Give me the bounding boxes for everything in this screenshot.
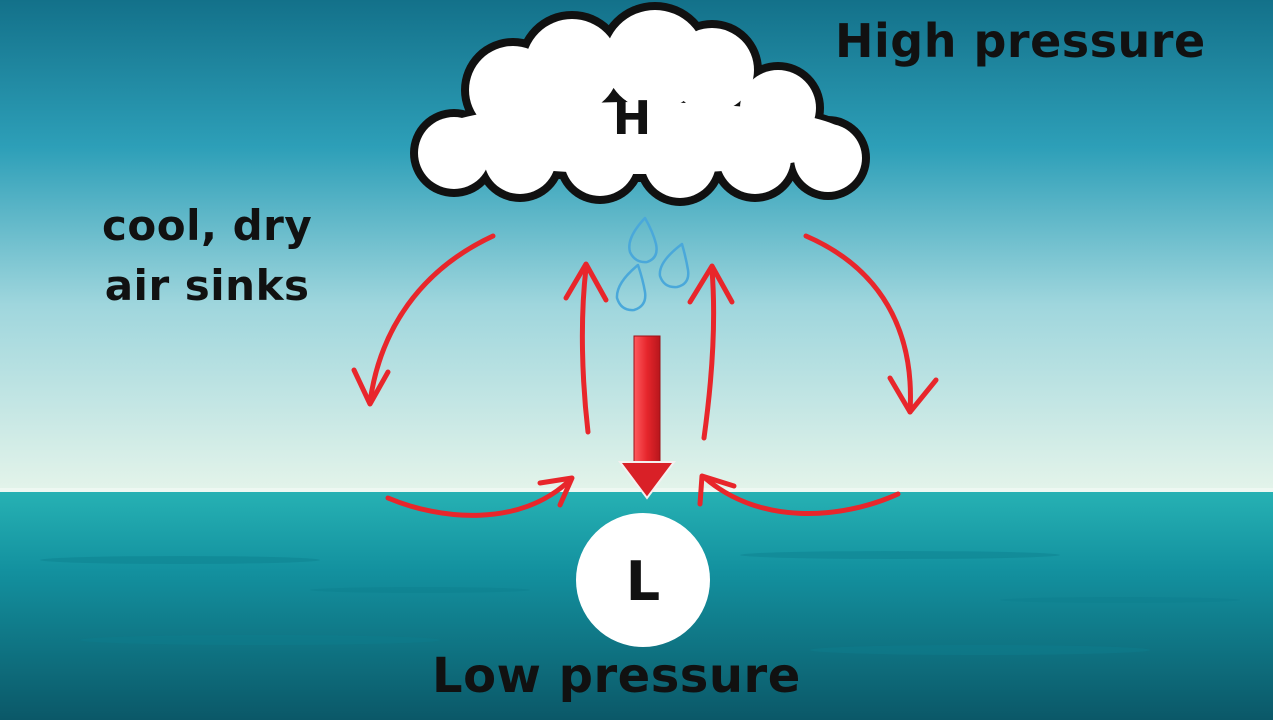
raindrop-icon: [615, 263, 647, 312]
cool-dry-air-label: cool, dry air sinks: [102, 196, 312, 316]
low-pressure-label: Low pressure: [432, 648, 801, 704]
cloud: H: [410, 2, 870, 206]
raindrop-icon: [628, 216, 658, 264]
arrow-right-inflow: [702, 475, 901, 517]
sea-ripples: [40, 551, 1240, 655]
raindrops: [615, 216, 690, 312]
arrow-head: [887, 375, 939, 415]
high-pressure-label: High pressure: [835, 14, 1206, 68]
arrow-left-descending: [367, 233, 496, 405]
low-pressure-circle: L: [576, 513, 710, 647]
arrow-head: [687, 263, 735, 305]
cool-dry-line-2: air sinks: [104, 261, 310, 310]
arrow-left-rising: [579, 265, 591, 435]
low-letter-l: L: [626, 550, 660, 613]
horizon-line: [0, 488, 1273, 492]
arrow-right-descending: [803, 233, 913, 415]
arrow-right-rising: [701, 267, 717, 441]
arrow-head: [351, 367, 391, 407]
central-down-arrow: [618, 335, 676, 500]
arrow-head: [563, 261, 609, 303]
arrow-left-inflow: [385, 477, 573, 518]
arrow-head: [537, 475, 575, 508]
raindrop-icon: [658, 242, 690, 289]
circulation-arrows: [351, 233, 939, 518]
cloud-letter-h: H: [613, 91, 652, 145]
arrow-head: [697, 473, 737, 507]
cool-dry-line-1: cool, dry: [102, 201, 313, 250]
